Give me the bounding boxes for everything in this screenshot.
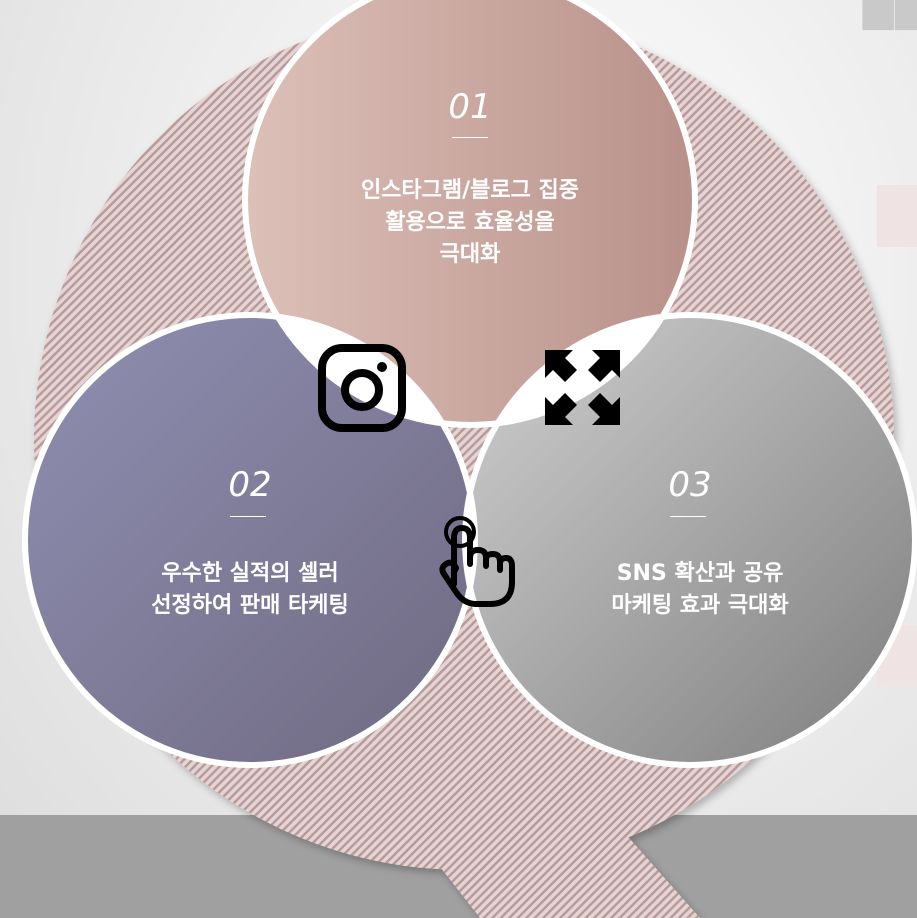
circle-01 bbox=[248, 0, 692, 422]
instagram-icon bbox=[318, 344, 406, 432]
pointer-hand-icon bbox=[439, 516, 515, 607]
item-number: 01 bbox=[448, 87, 492, 127]
item-text: 인스타그램/블로그 집중 활용으로 효율성을 극대화 bbox=[360, 178, 580, 267]
right-accent-band bbox=[877, 185, 917, 247]
expand-arrows-icon bbox=[545, 350, 620, 425]
quote-mark-icon: ❝ bbox=[852, 0, 917, 123]
circle-03 bbox=[468, 318, 912, 762]
number-underline bbox=[230, 516, 266, 517]
number-underline bbox=[670, 516, 706, 517]
item-text: SNS 확산과 공유 마케팅 효과 극대화 bbox=[611, 561, 789, 618]
item-number: 02 bbox=[228, 465, 272, 505]
item-number: 03 bbox=[668, 465, 712, 505]
number-underline bbox=[452, 137, 488, 138]
item-text: 우수한 실적의 셀러 선정하여 판매 타케팅 bbox=[151, 561, 349, 618]
